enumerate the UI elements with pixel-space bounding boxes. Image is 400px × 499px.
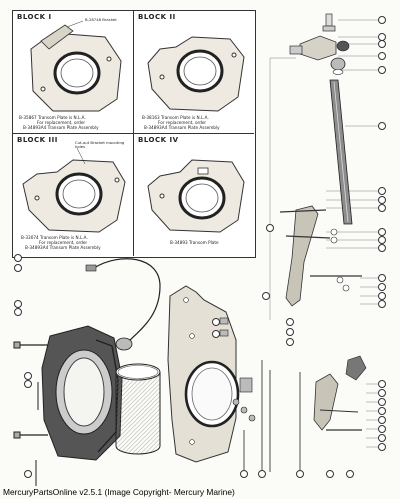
block-3: BLOCK III Cut-out Bracket mounting holes… [13, 134, 134, 256]
transom-gasket [41, 325, 123, 461]
block-1: BLOCK I B-28748 Bracket B-35867 Transom … [13, 11, 134, 134]
reference-blocks-panel: BLOCK I B-28748 Bracket B-35867 Transom … [12, 10, 256, 258]
block-3-note-3: B-34893A4 Transom Plate Assembly [25, 245, 101, 250]
block-1-transom-plate-drawing [30, 20, 122, 112]
block-2: BLOCK II B-38163 Transom Plate is N.L.A.… [134, 11, 254, 134]
transom-plate-casting [167, 285, 240, 463]
tilt-lever [279, 205, 362, 307]
copyright-footer: MercuryPartsOnline v2.5.1 (Image Copyrig… [3, 487, 235, 497]
block-1-callout: B-28748 Bracket [85, 17, 117, 22]
small-hardware [219, 317, 301, 472]
block-1-title: BLOCK I [17, 13, 52, 21]
wiring-harness [85, 258, 161, 351]
block-1-note-3: B-34893A4 Transom Plate Assembly [23, 125, 99, 130]
block-2-note-3: B-34893A4 Transom Plate Assembly [144, 125, 220, 130]
block-3-note-1: B-33074 Transom Plate is N.L.A. [21, 235, 88, 240]
block-4: BLOCK IV B-34893 Transom Plate [134, 134, 254, 256]
mounting-bolts [13, 341, 48, 486]
block-4-title: BLOCK IV [138, 136, 179, 144]
block-3-transom-plate-drawing [22, 147, 126, 233]
leader-lines [269, 19, 378, 448]
block-2-note-2: For replacement, order [158, 120, 207, 125]
block-3-title: BLOCK III [17, 136, 58, 144]
steering-tube [329, 79, 353, 225]
block-2-transom-plate-drawing [147, 36, 245, 112]
exhaust-sleeve [115, 363, 161, 455]
block-3-note-2: For replacement, order [39, 240, 88, 245]
shift-linkage [313, 355, 367, 431]
block-4-transom-plate-drawing [147, 159, 245, 233]
block-2-title: BLOCK II [138, 13, 176, 21]
swivel-pin-assembly [289, 13, 350, 75]
block-1-note-2: For replacement, order [37, 120, 86, 125]
block-3-callout: Cut-out Bracket mounting holes [75, 140, 125, 150]
block-2-note-1: B-38163 Transom Plate is N.L.A. [142, 115, 209, 120]
block-1-note-1: B-35867 Transom Plate is N.L.A. [19, 115, 86, 120]
block-4-note-1: B-34893 Transom Plate [170, 240, 219, 245]
